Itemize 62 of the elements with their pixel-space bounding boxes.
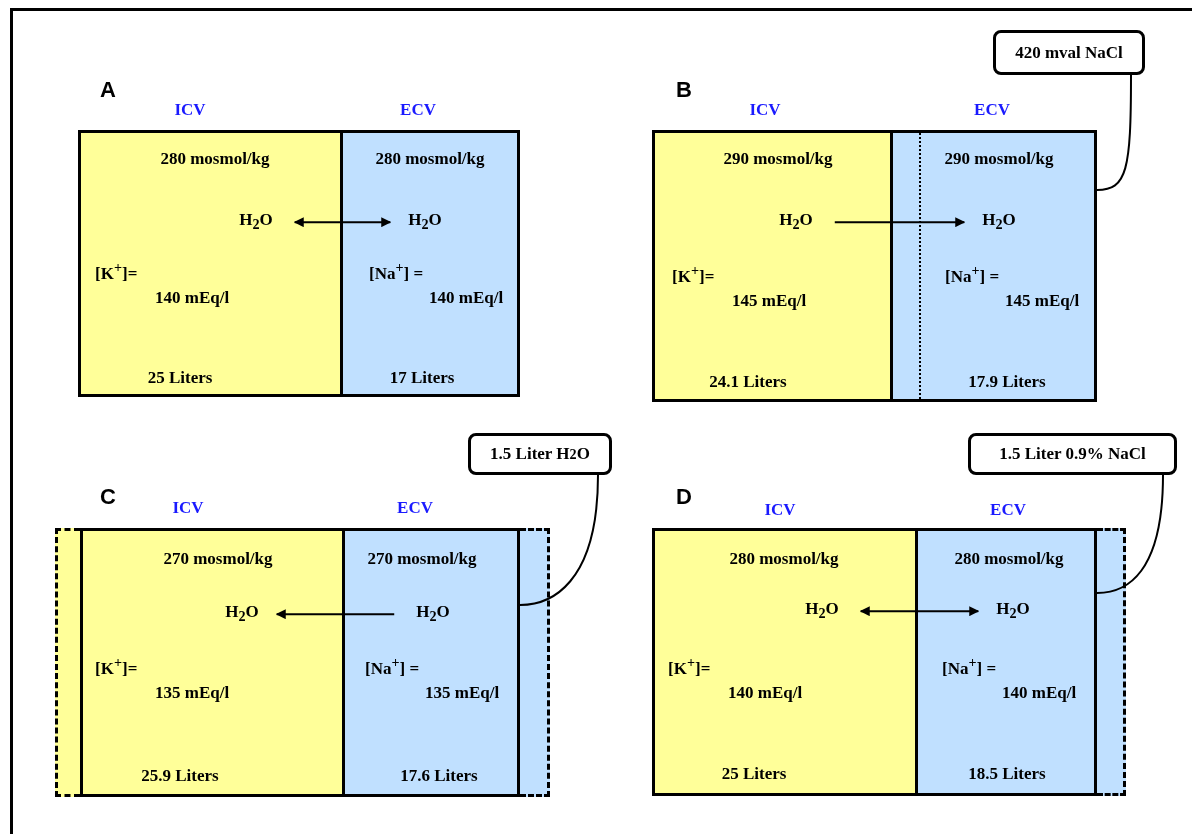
compartment-box [80, 528, 345, 797]
arrow [293, 217, 392, 228]
compartment-heading: ECV [974, 100, 1010, 120]
arrow [859, 606, 980, 617]
osmolality-text: 270 mosmol/kg [367, 548, 477, 570]
compartment-heading: ICV [174, 100, 206, 120]
osmolality-text: 290 mosmol/kg [944, 148, 1054, 170]
volume-text: 17.9 Liters [968, 371, 1046, 393]
arrow [275, 609, 396, 620]
water-label: H$_{2}$O [416, 600, 450, 629]
volume-text: 25.9 Liters [141, 765, 219, 787]
leader-line [1096, 74, 1132, 191]
osmolality-text: 280 mosmol/kg [954, 548, 1064, 570]
water-label: H$_{2}$O [996, 597, 1030, 626]
compartment-box [343, 130, 520, 397]
compartment-box [918, 528, 1097, 796]
concentration-text: [Na$^{+}$] = 140 mEq/l [942, 653, 1077, 704]
concentration-text: [Na$^{+}$] = 145 mEq/l [945, 261, 1080, 312]
compartment-heading: ECV [397, 498, 433, 518]
volume-text: 24.1 Liters [709, 371, 787, 393]
water-label: H$_{2}$O [982, 208, 1016, 237]
callout-box: 420 mval NaCl [993, 30, 1145, 75]
volume-text: 18.5 Liters [968, 763, 1046, 785]
concentration-text: [K$^{+}$]= 135 mEq/l [95, 653, 230, 704]
concentration-text: [K$^{+}$]= 140 mEq/l [95, 258, 230, 309]
compartment-box [652, 528, 918, 796]
compartment-box [78, 130, 343, 397]
panel-letter: B [676, 77, 692, 103]
water-label: H$_{2}$O [805, 597, 839, 626]
compartment-box [652, 130, 893, 402]
osmolality-text: 280 mosmol/kg [160, 148, 270, 170]
concentration-text: [K$^{+}$]= 145 mEq/l [672, 261, 807, 312]
compartment-heading: ECV [990, 500, 1026, 520]
concentration-text: [Na$^{+}$] = 140 mEq/l [369, 258, 504, 309]
compartment-heading: ICV [172, 498, 204, 518]
panel-letter: A [100, 77, 116, 103]
osmolality-text: 280 mosmol/kg [729, 548, 839, 570]
compartment-box [893, 130, 1097, 402]
callout-box: 1.5 Liter 0.9% NaCl [968, 433, 1177, 475]
osmolality-text: 280 mosmol/kg [375, 148, 485, 170]
osmolality-text: 290 mosmol/kg [723, 148, 833, 170]
volume-expansion-box [1097, 528, 1126, 796]
compartment-heading: ICV [749, 100, 781, 120]
compartment-heading: ECV [400, 100, 436, 120]
compartment-box [345, 528, 520, 797]
volume-expansion-box [520, 528, 550, 797]
volume-expansion-box [55, 528, 80, 797]
concentration-text: [K$^{+}$]= 140 mEq/l [668, 653, 803, 704]
concentration-text: [Na$^{+}$] = 135 mEq/l [365, 653, 500, 704]
volume-text: 25 Liters [147, 367, 213, 389]
water-label: H$_{2}$O [225, 600, 259, 629]
water-label: H$_{2}$O [239, 208, 273, 237]
volume-text: 17 Liters [389, 367, 455, 389]
panel-letter: C [100, 484, 116, 510]
water-label: H$_{2}$O [779, 208, 813, 237]
water-label: H$_{2}$O [408, 208, 442, 237]
panel-letter: D [676, 484, 692, 510]
volume-text: 25 Liters [721, 763, 787, 785]
volume-text: 17.6 Liters [400, 765, 478, 787]
osmolality-text: 270 mosmol/kg [163, 548, 273, 570]
arrow [833, 217, 966, 228]
compartment-heading: ICV [764, 500, 796, 520]
